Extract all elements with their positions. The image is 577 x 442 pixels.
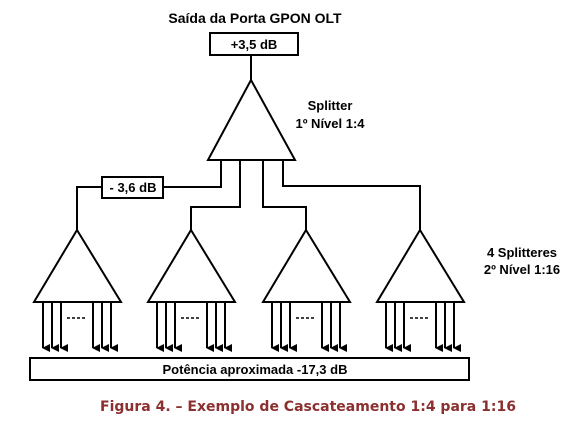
branch-1-lower — [76, 186, 102, 230]
branch-loss-label: - 3,6 dB — [110, 180, 157, 195]
branch-3 — [262, 160, 307, 230]
splitter-level1 — [206, 77, 297, 161]
branch-loss-box — [101, 176, 164, 199]
branch-4 — [282, 160, 421, 230]
splitter-level2-2 — [146, 228, 237, 303]
splitter2-label-line1: 4 Splitteres — [487, 245, 557, 260]
splitter1-label-line2: 1º Nível 1:4 — [295, 116, 365, 131]
input-power-box — [209, 32, 299, 56]
splitter-level2-3 — [261, 228, 352, 303]
figure-caption: Figura 4. – Exemplo de Cascateamento 1:4… — [100, 399, 516, 415]
splitter-level2-1 — [32, 228, 123, 303]
input-power-label: +3,5 dB — [231, 37, 278, 52]
output-power-label: Potência aproximada -17,3 dB — [163, 362, 348, 377]
splitter2-label-line2: 2º Nível 1:16 — [484, 262, 560, 277]
splitter-level2-group — [32, 228, 466, 303]
output-power-box — [29, 357, 470, 381]
output-arrows — [42, 302, 461, 352]
diagram-title: Saída da Porta GPON OLT — [168, 10, 342, 26]
splitter-level2-4 — [375, 228, 466, 303]
branch-2 — [190, 160, 241, 230]
splitter1-label-line1: Splitter — [308, 98, 353, 113]
branch-1 — [163, 160, 222, 188]
